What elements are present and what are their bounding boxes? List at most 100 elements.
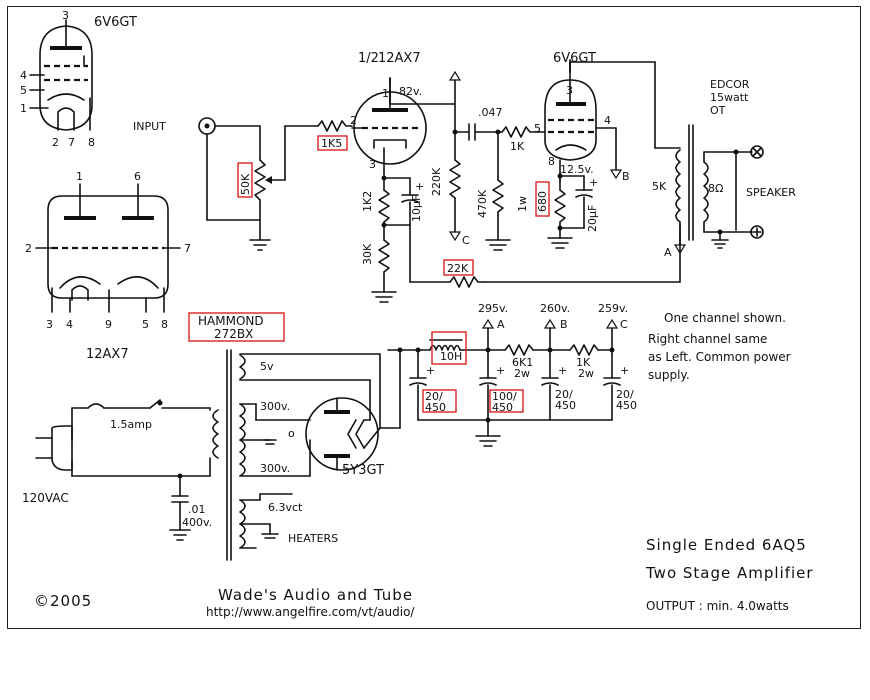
capacitor-label: 20/ 450 — [616, 388, 637, 412]
pin-label: 1 — [76, 170, 83, 183]
node-label: B — [622, 170, 630, 183]
cap-polarity: + — [426, 364, 435, 377]
ot-type: OT — [710, 104, 726, 117]
pin-label: 6 — [134, 170, 141, 183]
choke-label: 10H — [440, 350, 462, 363]
resistor-label: 1K — [576, 356, 591, 369]
credit: Wade's Audio and Tube — [218, 586, 413, 604]
pin-label: 4 — [66, 318, 73, 331]
resistor-680-highlight — [535, 181, 550, 217]
input-jack — [198, 117, 261, 221]
capacitor-label: .01 — [188, 503, 206, 516]
stage1-plate-wiring — [389, 70, 499, 242]
transformer-brand: HAMMOND — [198, 314, 264, 328]
capacitor-label: 20/ 450 — [425, 390, 446, 414]
pin-label: 7 — [184, 242, 191, 255]
resistor-22k — [449, 276, 485, 288]
ct-marker: o — [288, 427, 295, 440]
url: http://www.angelfire.com/vt/audio/ — [206, 605, 415, 619]
resistor-wattage: 1w — [516, 196, 529, 212]
copyright: ©2005 — [34, 592, 92, 610]
ot-primary-label: 5K — [652, 180, 667, 193]
pin-label: 7 — [68, 136, 75, 149]
resistor-label: 1K5 — [321, 137, 342, 150]
voltage-label: 260v. — [540, 302, 570, 315]
stage2-cathode-network — [547, 173, 593, 249]
resistor-wattage: 2w — [578, 367, 594, 380]
resistor-label: 680 — [536, 191, 549, 212]
tube-6v6gt-output — [544, 59, 623, 180]
note-line: One channel shown. — [664, 311, 786, 325]
tap-label: 5v — [260, 360, 274, 373]
schematic-sheet — [7, 6, 861, 629]
choke-10h-highlight — [431, 331, 467, 365]
hammond-highlight — [188, 312, 285, 342]
pin-label: 4 — [604, 114, 611, 127]
pin-label: 5 — [534, 122, 541, 135]
capacitor-label: 400v. — [182, 516, 212, 529]
pin-label: 2 — [350, 114, 357, 127]
pin-label: 3 — [46, 318, 53, 331]
pin-label: 1 — [382, 87, 389, 100]
cap-polarity: + — [620, 364, 629, 377]
pin-label: 2 — [25, 242, 32, 255]
node-label: B — [560, 318, 568, 331]
tube-label: 6V6GT — [553, 51, 596, 66]
node-label: A — [497, 318, 505, 331]
pin-label: 5 — [142, 318, 149, 331]
resistor-label: 30K — [361, 243, 374, 265]
pin-label: 8 — [161, 318, 168, 331]
pin-label: 1 — [20, 102, 27, 115]
cap-polarity: + — [558, 364, 567, 377]
pot-value: 50K — [239, 173, 252, 195]
tube-label: 12AX7 — [378, 51, 421, 66]
line-voltage-label: 120VAC — [22, 491, 69, 505]
capacitor-label: 10µF — [410, 195, 423, 222]
voltage-label: 12.5v. — [560, 163, 594, 176]
heaters-label: HEATERS — [288, 532, 338, 545]
speaker-impedance: 8Ω — [708, 182, 723, 195]
resistor-label: 1K2 — [361, 191, 374, 212]
resistor-label: 470K — [476, 189, 489, 218]
note-line: Right channel same — [648, 332, 767, 346]
pin-label: 4 — [20, 69, 27, 82]
resistor-wattage: 2w — [514, 367, 530, 380]
title-line: Two Stage Amplifier — [645, 564, 814, 582]
tube-fraction: 1/2 — [358, 51, 379, 66]
tube-5y3gt — [305, 349, 401, 471]
title-line: Single Ended 6AQ5 — [646, 536, 807, 554]
tap-label: 6.3vct — [268, 501, 303, 514]
pot-50k-highlight — [237, 162, 253, 198]
pin-label: 8 — [548, 155, 555, 168]
input-label: INPUT — [133, 120, 166, 133]
capacitor-label: 100/ 450 — [492, 390, 517, 414]
resistor-1k5 — [317, 120, 353, 132]
node-label: C — [620, 318, 628, 331]
tube-label: 5Y3GT — [342, 463, 384, 478]
pin-label: 2 — [52, 136, 59, 149]
voltage-label: 259v. — [598, 302, 628, 315]
tube-label: 6V6GT — [94, 15, 137, 30]
speaker-label: SPEAKER — [746, 186, 796, 199]
pin-label: 9 — [105, 318, 112, 331]
note-line: supply. — [648, 368, 690, 382]
stage2-grid-network — [485, 126, 546, 251]
cap-100-450-highlight — [489, 389, 524, 413]
b-plus-rail — [387, 318, 621, 447]
transformer-model: 272BX — [214, 327, 253, 341]
voltage-label: 295v. — [478, 302, 508, 315]
cap-polarity: + — [415, 180, 424, 193]
output-rating: OUTPUT : min. 4.0watts — [646, 599, 789, 613]
capacitor-label: .047 — [478, 106, 503, 119]
ot-rating: 15watt — [710, 91, 749, 104]
node-label: A — [664, 246, 672, 259]
tube-6v6gt-pinout — [29, 19, 93, 131]
tap-label: 300v. — [260, 462, 290, 475]
cap-polarity: + — [496, 364, 505, 377]
pin-label: 3 — [62, 9, 69, 22]
speaker-terminals — [750, 145, 764, 239]
pin-label: 5 — [20, 84, 27, 97]
resistor-label: 1K — [510, 140, 525, 153]
cap-polarity: + — [589, 176, 598, 189]
voltage-label: 82v. — [399, 85, 422, 98]
